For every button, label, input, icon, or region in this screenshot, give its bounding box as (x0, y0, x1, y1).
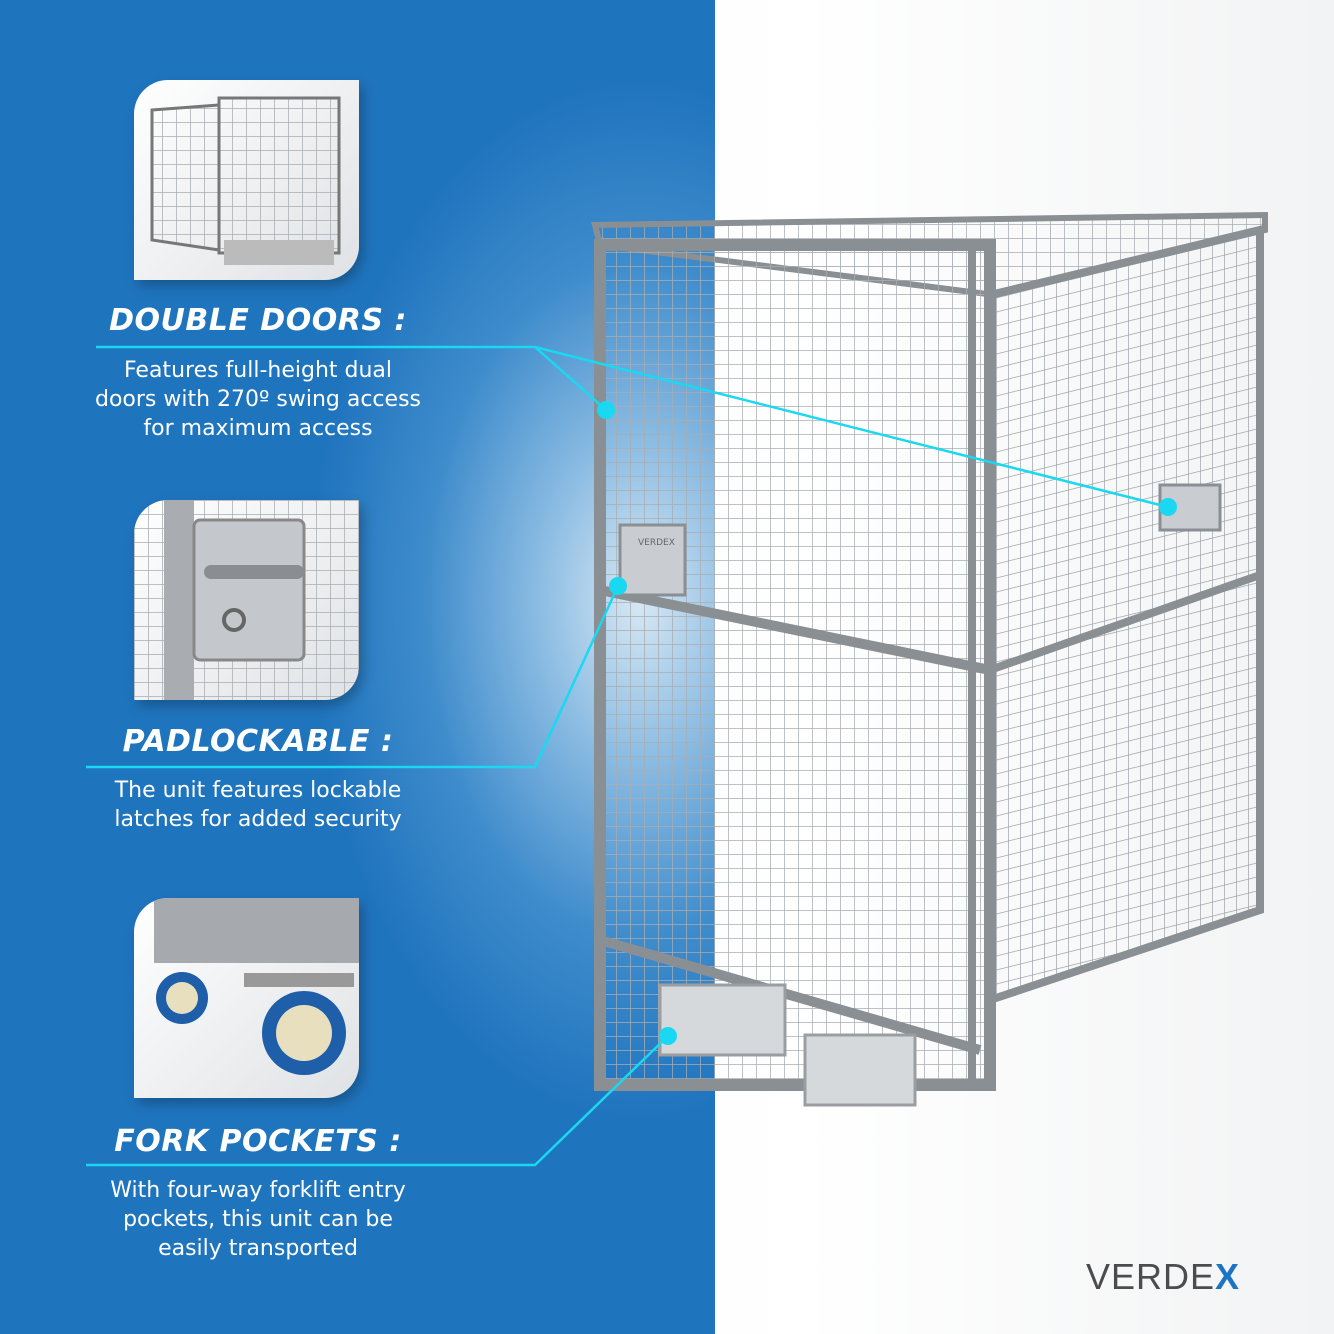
feature-description: The unit features lockable latches for a… (48, 776, 468, 834)
logo-accent: X (1215, 1256, 1241, 1297)
callout-dot (597, 401, 615, 419)
callout-dot (609, 577, 627, 595)
feature-title: PADLOCKABLE : (122, 724, 394, 759)
description-line: easily transported (158, 1236, 358, 1261)
open-cage-thumbnail (134, 80, 359, 280)
callout-dot (1159, 498, 1177, 516)
description-line: for maximum access (143, 416, 373, 441)
callout-dot (659, 1027, 677, 1045)
description-line: latches for added security (114, 807, 402, 832)
description-line: doors with 270º swing access (94, 387, 421, 412)
description-line: The unit features lockable (114, 778, 402, 803)
description-line: Features full-height dual (123, 358, 393, 383)
verdex-logo: VERDEX (1086, 1256, 1240, 1298)
plate-brand-text: VERDEX (638, 538, 675, 548)
feature-title: FORK POCKETS : (114, 1124, 402, 1159)
feature-description: Features full-height dual doors with 270… (48, 356, 468, 443)
castor-wheels-thumbnail (134, 898, 359, 1098)
description-line: pockets, this unit can be (123, 1207, 393, 1232)
padlock-latch-thumbnail (134, 500, 359, 700)
logo-text: VERDE (1086, 1256, 1216, 1297)
description-line: With four-way forklift entry (110, 1178, 406, 1203)
feature-description: With four-way forklift entry pockets, th… (48, 1176, 468, 1263)
feature-title: DOUBLE DOORS : (109, 303, 407, 338)
